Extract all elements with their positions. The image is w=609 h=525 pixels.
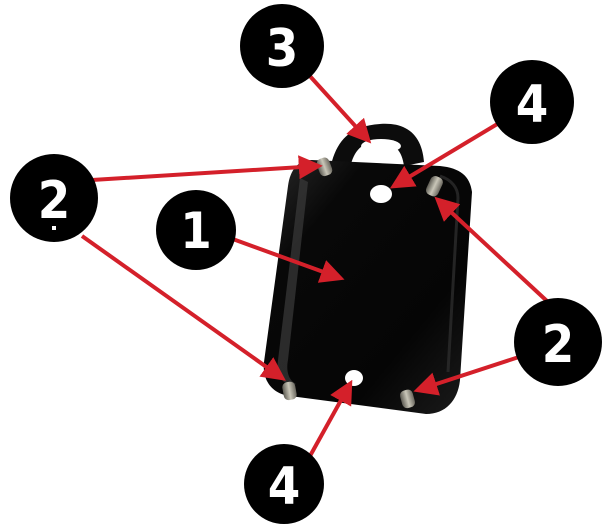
mounting-hole-top [370,185,392,203]
callout-3-label: 3 [266,19,299,79]
callout-4-bottom: 4 [244,444,324,524]
callout-1-label: 1 [180,202,211,260]
arrow-2-left-top [92,166,318,180]
callout-2-left-label: 2 [38,171,71,231]
callout-2-right-label: 2 [542,315,575,375]
arrow-3 [308,74,368,140]
callout-4-top: 4 [490,60,574,144]
mounting-hole-bottom [345,370,363,386]
callout-2-left: 2 [10,154,98,242]
callout-3: 3 [240,4,324,88]
callout-2-right: 2 [514,298,602,386]
callout-4-top-label: 4 [516,75,549,135]
callout-1: 1 [156,190,236,270]
callout-4-bottom-label: 4 [268,457,301,517]
